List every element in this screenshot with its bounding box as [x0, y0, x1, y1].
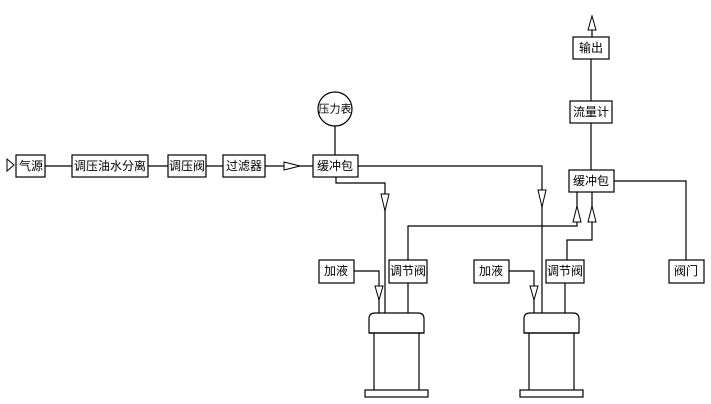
- buffer-tank-left-label: 缓冲包: [317, 158, 353, 173]
- pressure-gauge-label: 压力表: [319, 102, 352, 116]
- flowmeter-box: 流量计: [569, 100, 613, 124]
- filter-box: 过滤器: [222, 154, 266, 178]
- add-liquid-box-1: 加液: [318, 259, 355, 284]
- return-line-reg-valve-1: [407, 192, 578, 260]
- reg-valve-box-1: 调节阀: [388, 259, 428, 284]
- pressure-valve-box: 调压阀: [167, 154, 207, 178]
- add-liquid-box-2: 加液: [473, 259, 510, 284]
- source-arrow-icon: [6, 157, 15, 173]
- output-up-arrow-icon: [587, 14, 597, 31]
- up-arrow-icon: [572, 205, 582, 223]
- output-label: 输出: [579, 40, 603, 55]
- down-arrow-icon: [529, 285, 539, 302]
- reg-valve-label-1: 调节阀: [390, 264, 426, 278]
- down-arrow-icon: [537, 189, 547, 208]
- output-box: 输出: [572, 36, 610, 60]
- oil-water-separator-box: 调压油水分离: [71, 154, 149, 178]
- pressure-gauge: 压力表: [317, 91, 353, 155]
- add-liquid-label-1: 加液: [324, 263, 348, 278]
- buffer-tank-right: 缓冲包: [568, 169, 615, 193]
- flow-arrow-right: [283, 161, 301, 171]
- gas-source-label: 气源: [19, 158, 43, 173]
- up-arrow-icon: [587, 205, 597, 223]
- line-buffer-to-cylinder-2: [358, 165, 543, 313]
- line-buffer-to-valve: [614, 180, 687, 260]
- add-liquid-label-2: 加液: [479, 263, 503, 278]
- line-add-liquid-2: [509, 270, 535, 313]
- liquid-tank-2: [519, 312, 584, 398]
- gas-source-box: 气源: [15, 154, 46, 178]
- oil-water-separator-label: 调压油水分离: [74, 158, 146, 173]
- valve-label: 阀门: [674, 263, 698, 278]
- down-arrow-icon: [380, 193, 390, 212]
- pressure-valve-label: 调压阀: [169, 159, 205, 173]
- reg-valve-box-2: 调节阀: [545, 259, 585, 284]
- line-add-liquid-1: [354, 270, 380, 313]
- buffer-tank-left: 缓冲包: [312, 154, 359, 178]
- flowmeter-label: 流量计: [573, 105, 609, 119]
- valve-box: 阀门: [668, 259, 705, 284]
- line-buffer-to-cylinder-1: [335, 177, 386, 313]
- reg-valve-label-2: 调节阀: [547, 264, 583, 278]
- down-arrow-icon: [374, 285, 384, 302]
- liquid-tank-1: [364, 312, 429, 398]
- filter-label: 过滤器: [226, 159, 262, 173]
- buffer-tank-right-label: 缓冲包: [573, 173, 609, 188]
